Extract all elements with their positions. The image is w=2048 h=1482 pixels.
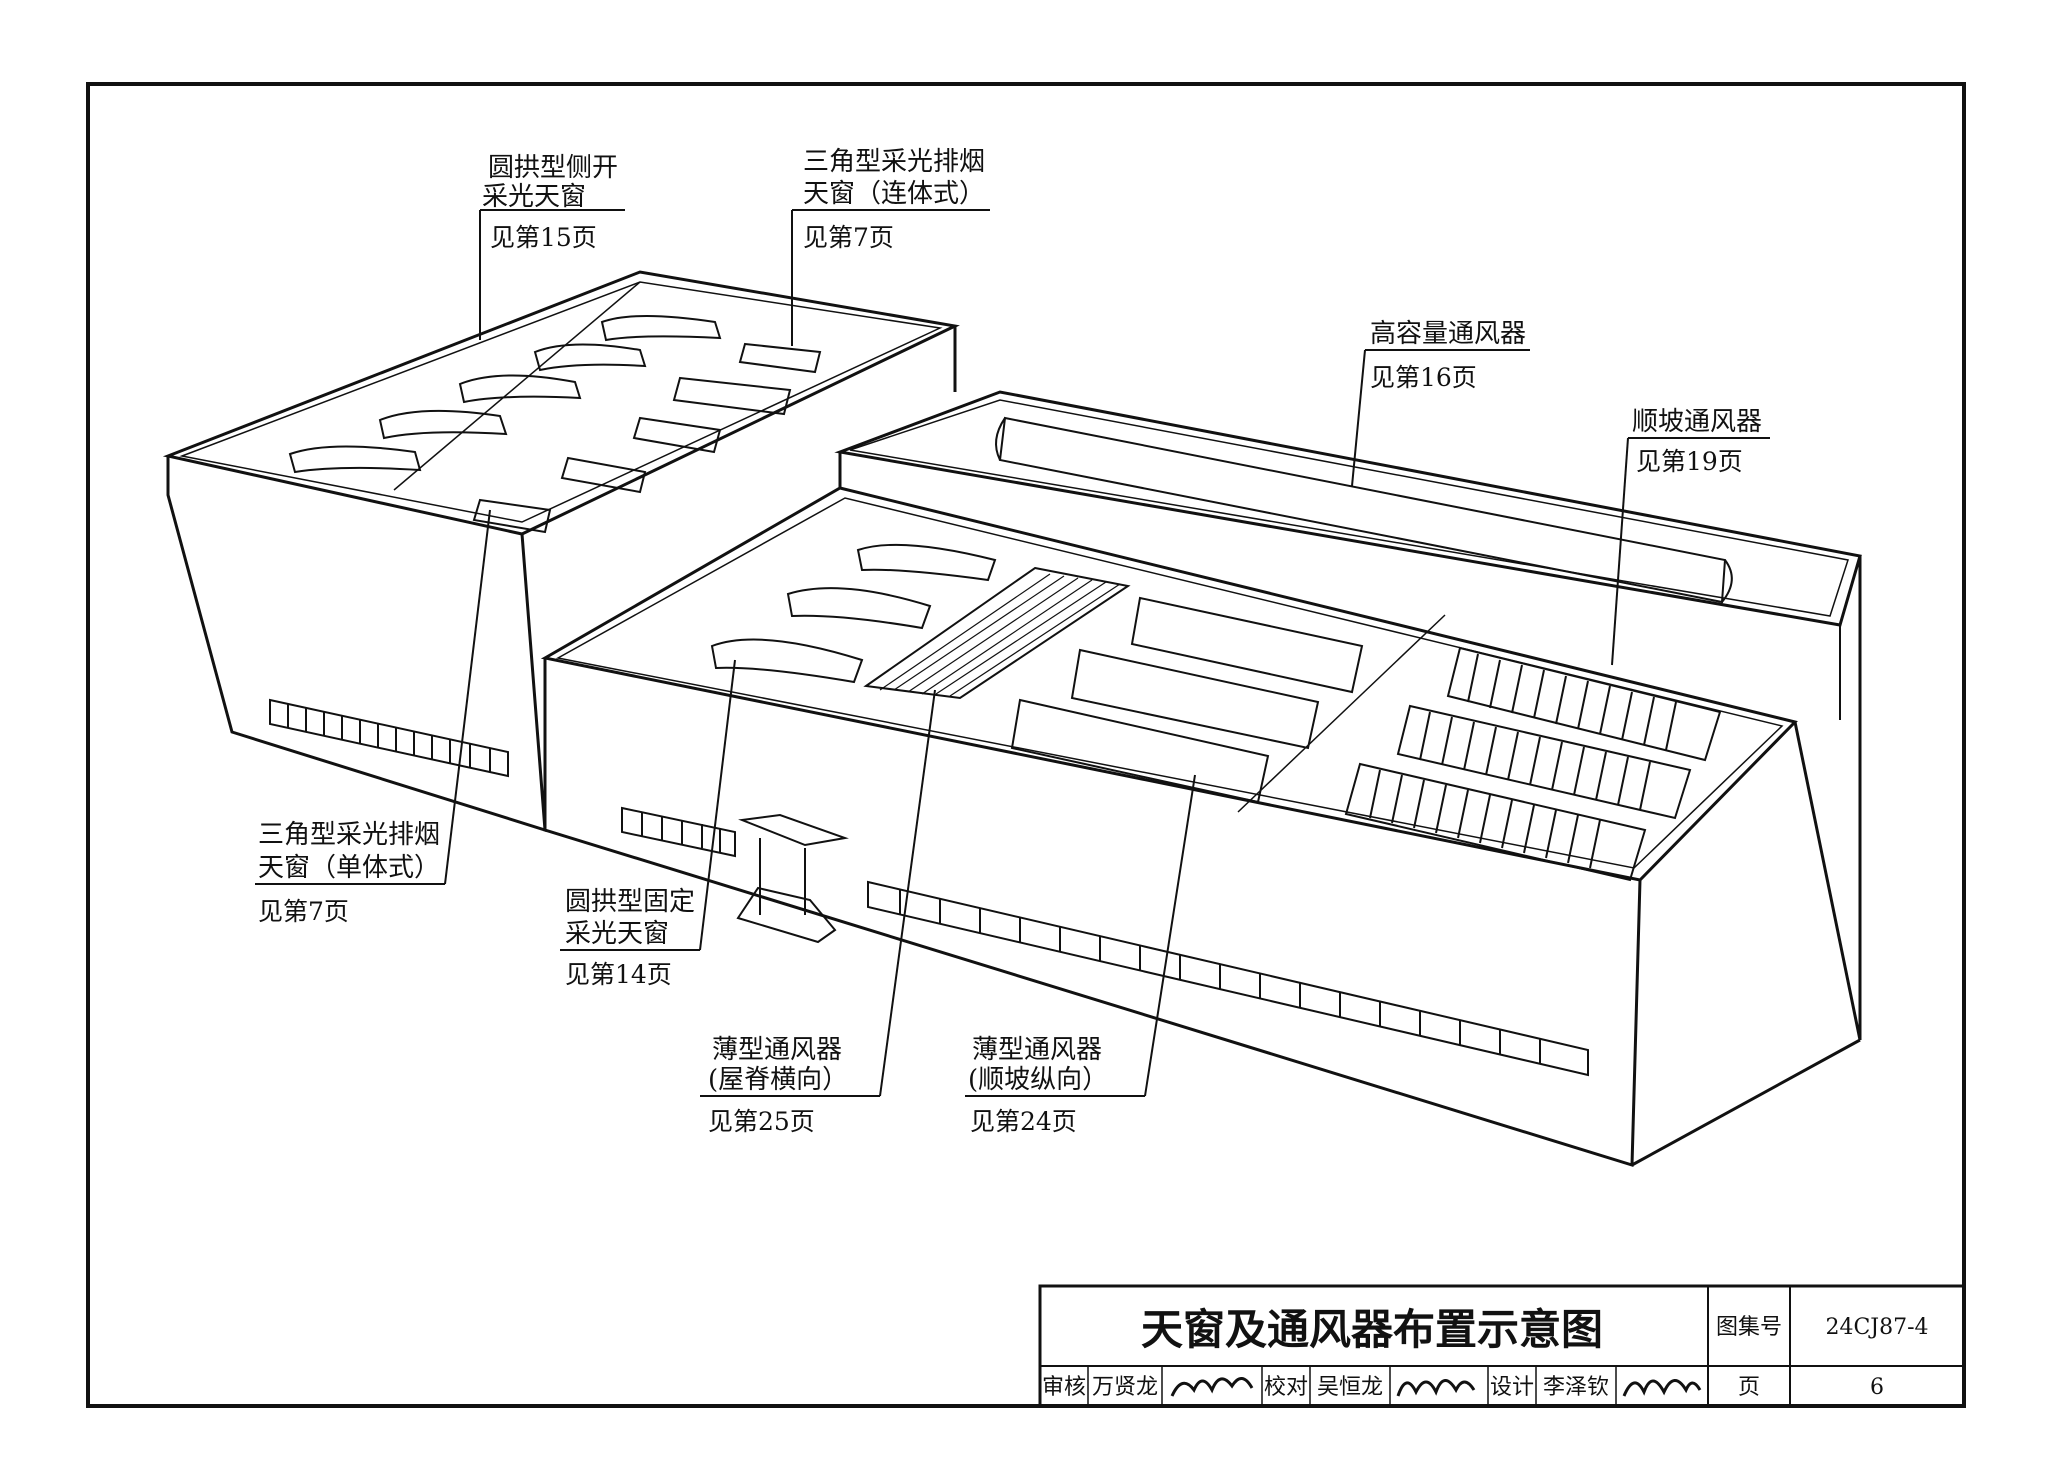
callout-arch-fixed-line2: 采光天窗 <box>565 919 669 949</box>
callout-thin-slope-ref: 见第24页 <box>970 1107 1077 1136</box>
callout-high-cap-ref: 见第16页 <box>1370 363 1477 392</box>
arch-skylights-main-roof <box>710 543 997 684</box>
callout-tri-single: 三角型采光排烟 天窗（单体式） 见第7页 <box>258 820 440 926</box>
arch-skylights-left-block <box>288 315 722 474</box>
callout-thin-ridge-ref: 见第25页 <box>708 1107 815 1136</box>
callout-thin-slope-line1: 薄型通风器 <box>972 1035 1102 1065</box>
thin-slope-ventilators <box>1010 596 1364 804</box>
page-number: 6 <box>1870 1375 1884 1400</box>
main-body-windows <box>621 806 1589 1077</box>
title-block: 天窗及通风器布置示意图 图集号 24CJ87-4 页 6 审核 万贤龙 校对 吴… <box>1038 1284 1966 1408</box>
building-illustration <box>162 270 1862 1168</box>
callout-tri-single-line2: 天窗（单体式） <box>258 853 440 883</box>
callout-tri-single-ref: 见第7页 <box>258 897 349 926</box>
callout-arch-side: 圆拱型侧开 采光天窗 见第15页 <box>482 153 618 252</box>
reviewer-name: 万贤龙 <box>1092 1375 1158 1400</box>
callout-thin-ridge: 薄型通风器 (屋脊横向） 见第25页 <box>708 1035 848 1136</box>
callout-arch-fixed: 圆拱型固定 采光天窗 见第14页 <box>565 887 695 989</box>
atlas-number-label: 图集号 <box>1716 1315 1782 1340</box>
slope-ventilators <box>1344 646 1722 882</box>
atlas-number: 24CJ87-4 <box>1825 1315 1928 1340</box>
drawing-title: 天窗及通风器布置示意图 <box>1141 1305 1603 1354</box>
designer-name: 李泽钦 <box>1543 1375 1609 1400</box>
callout-arch-fixed-ref: 见第14页 <box>565 960 672 989</box>
left-block-windows <box>269 698 509 778</box>
callout-slope-vent-ref: 见第19页 <box>1636 447 1743 476</box>
high-capacity-ventilator <box>995 416 1733 604</box>
callout-arch-side-line2: 采光天窗 <box>482 182 586 212</box>
callout-high-cap: 高容量通风器 见第16页 <box>1370 319 1526 392</box>
callout-thin-ridge-line2: (屋脊横向） <box>708 1065 848 1095</box>
callout-thin-slope: 薄型通风器 (顺坡纵向） 见第24页 <box>968 1035 1108 1136</box>
callout-arch-fixed-line1: 圆拱型固定 <box>565 887 695 917</box>
callout-tri-single-line1: 三角型采光排烟 <box>258 820 440 850</box>
thin-ridge-ventilator-hatch <box>879 573 1121 697</box>
callout-leaders <box>255 209 1770 1097</box>
checker-signature <box>1396 1379 1476 1397</box>
check-label: 校对 <box>1264 1375 1308 1400</box>
drawing-border <box>86 82 1966 1408</box>
designer-signature <box>1622 1379 1702 1397</box>
callout-thin-slope-line2: (顺坡纵向） <box>968 1065 1108 1095</box>
callout-thin-ridge-line1: 薄型通风器 <box>712 1035 842 1065</box>
design-label: 设计 <box>1490 1375 1534 1400</box>
triangle-skylights-left-block <box>472 342 822 534</box>
thin-ridge-ventilator <box>863 566 1131 700</box>
entrance-canopy <box>736 813 849 944</box>
reviewer-signature <box>1170 1377 1254 1397</box>
callout-tri-conn-ref: 见第7页 <box>803 223 894 252</box>
callout-arch-side-ref: 见第15页 <box>490 223 597 252</box>
callout-tri-conn: 三角型采光排烟 天窗（连体式） 见第7页 <box>803 147 985 252</box>
callout-slope-vent: 顺坡通风器 见第19页 <box>1632 407 1762 476</box>
callout-arch-side-line1: 圆拱型侧开 <box>488 153 618 183</box>
page-label: 页 <box>1738 1375 1760 1400</box>
callout-tri-conn-line1: 三角型采光排烟 <box>803 147 985 177</box>
callout-tri-conn-line2: 天窗（连体式） <box>803 179 985 209</box>
callout-high-cap-line1: 高容量通风器 <box>1370 319 1526 349</box>
callout-slope-vent-line1: 顺坡通风器 <box>1632 407 1762 437</box>
review-label: 审核 <box>1042 1375 1086 1400</box>
checker-name: 吴恒龙 <box>1317 1375 1383 1400</box>
